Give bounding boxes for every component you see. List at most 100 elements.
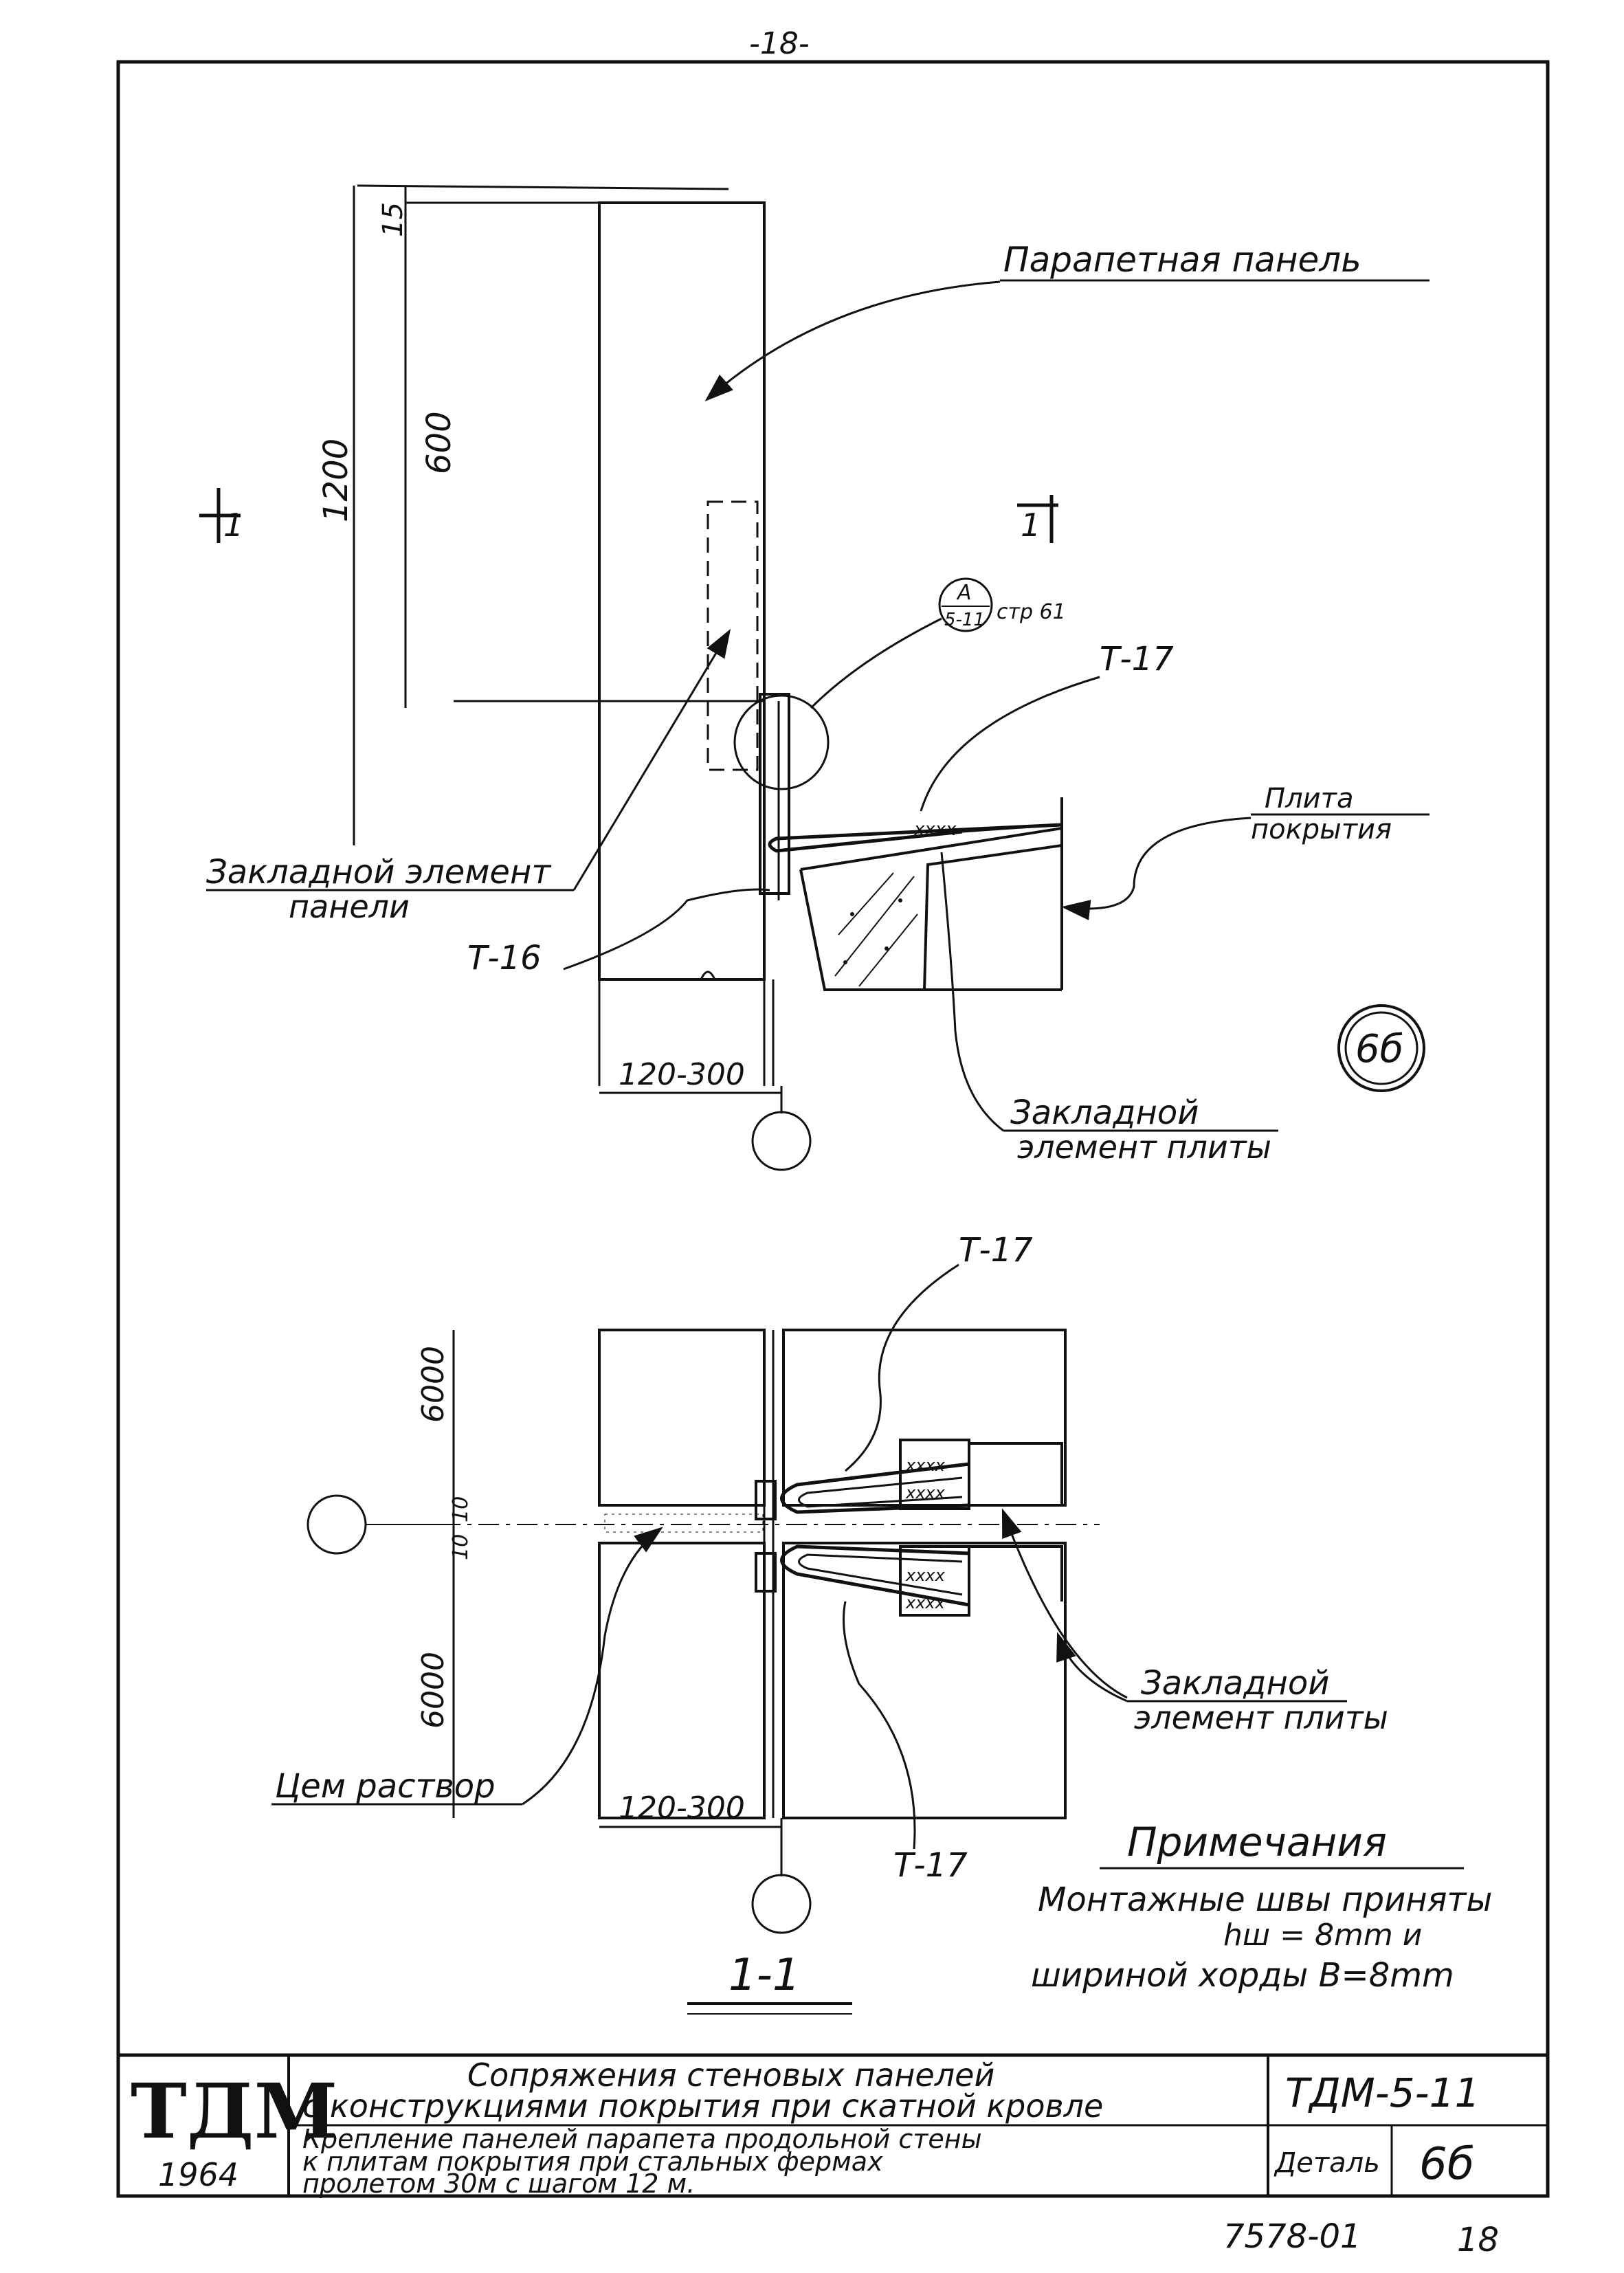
- section-mark-left-arrow: [199, 488, 241, 543]
- notes-line1: Монтажные швы приняты: [1038, 1881, 1492, 1919]
- title-block: ТДМ 1964 Сопряжения стеновых панелей с к…: [118, 2053, 1548, 2199]
- t17-bar-top: [961, 823, 1063, 833]
- leader-t17-b-top: [845, 1263, 959, 1472]
- leader-embedded-panel: [572, 628, 731, 891]
- tb-desc-3: пролетом 30м с шагом 12 м.: [302, 2169, 695, 2199]
- loop-bar-top-outer: [780, 1462, 970, 1514]
- footer-page: 18: [1457, 2221, 1499, 2259]
- dim-top-line: [357, 184, 729, 190]
- label-embedded-slab-top-2: элемент плиты: [1017, 1129, 1271, 1166]
- dim-1200: 1200: [317, 439, 355, 522]
- callout-ref-circle: [938, 577, 993, 632]
- label-cement-mortar: Цем раствор: [275, 1767, 496, 1806]
- sheet-frame: [116, 60, 1550, 2198]
- detail-circle-inner: [1344, 1011, 1419, 1085]
- weld-marks-b4: xxxx: [905, 1593, 946, 1612]
- callout-top: A: [956, 581, 972, 605]
- notes-title: Примечания: [1127, 1819, 1387, 1865]
- weld-marks-b1: xxxx: [905, 1456, 946, 1475]
- bottom-drawing: xxxx xxxx xxxx xxxx 6000 6000 10 10 120-…: [271, 1231, 1388, 2015]
- dim-120-300-bottom: 120-300: [619, 1790, 745, 1826]
- label-t17-top: Т-17: [1100, 640, 1174, 678]
- loop-bar-top-inner: [798, 1476, 963, 1508]
- detail-circle-label: 6б: [1355, 1027, 1403, 1072]
- label-t16: Т-16: [467, 939, 542, 977]
- panel-upper-right: [782, 1329, 1067, 1507]
- slab-embed-bottom: [899, 1545, 970, 1617]
- label-embedded-slab-bottom-2: элемент плиты: [1134, 1699, 1388, 1736]
- label-t17-bottom-top: Т-17: [959, 1231, 1033, 1269]
- concrete-dot-4: [898, 898, 902, 902]
- dim-15: 15: [377, 202, 409, 237]
- label-embedded-panel-2: панели: [289, 888, 410, 925]
- embedded-plate: [759, 693, 790, 895]
- angle-plate-top: [755, 1480, 777, 1520]
- dim-600: 600: [420, 411, 458, 474]
- label-embedded-panel-1: Закладной элемент: [206, 853, 552, 891]
- tb-desc-2: к плитам покрытия при стальных фермах: [302, 2147, 883, 2177]
- notes-block: Примечания Монтажные швы приняты hш = 8m…: [1031, 1819, 1492, 1995]
- slab-hatch: [834, 872, 918, 987]
- panel-lower-right: [782, 1542, 1067, 1819]
- leader-t16: [563, 888, 770, 971]
- label-t17-bottom-bottom: Т-17: [893, 1846, 968, 1885]
- slab-embed-top: [899, 1439, 970, 1510]
- t17-bent-bar: [768, 823, 1063, 853]
- concrete-dot-1: [850, 912, 854, 916]
- callout-circle: [733, 694, 830, 790]
- section-mark-right-arrow: [1017, 495, 1058, 543]
- label-embedded-slab-bottom-1: Закладной: [1141, 1664, 1329, 1703]
- panel-upper-left: [598, 1329, 766, 1507]
- embedded-dashed-rect: [707, 500, 759, 771]
- tb-detail-value: 6б: [1419, 2139, 1474, 2190]
- axis-bubble-bottom: [751, 1874, 812, 1934]
- dim-10b: 10: [449, 1534, 473, 1560]
- dim-10a: 10: [449, 1496, 473, 1522]
- tb-detail-label: Деталь: [1273, 2147, 1380, 2179]
- parapet-panel-shape: [598, 201, 766, 981]
- section-title: 1-1: [728, 1950, 801, 2001]
- concrete-dot-2: [885, 946, 889, 951]
- panel-notch: [700, 971, 716, 980]
- callout-leader: [810, 617, 942, 709]
- footer-code: 7578-01: [1223, 2217, 1361, 2256]
- leader-roof-slab: [1061, 817, 1252, 920]
- roof-slab-shape: [799, 826, 1063, 991]
- axis-bubble-left: [307, 1494, 367, 1555]
- loop-bar-bottom-inner: [798, 1553, 963, 1596]
- leader-cement-mortar: [522, 1527, 663, 1806]
- weld-marks-top: xxxx: [913, 819, 957, 840]
- tb-year: 1964: [158, 2156, 238, 2193]
- notes-line3: шириной хорды В=8mm: [1031, 1956, 1454, 1995]
- angle-plate-bottom: [755, 1552, 777, 1593]
- slab-outline: [969, 1442, 1063, 1601]
- leader-embedded-slab-b2: [1056, 1632, 1128, 1703]
- concrete-dot-3: [843, 960, 847, 964]
- dim-6000-bottom: 6000: [416, 1652, 451, 1729]
- loop-bar-bottom-outer: [780, 1544, 970, 1607]
- notes-line2: hш = 8mm и: [1223, 1918, 1422, 1953]
- weld-marks-b3: xxxx: [905, 1566, 946, 1585]
- leader-parapet: [704, 280, 1001, 401]
- leader-t17-top: [920, 676, 1100, 812]
- axis-bubble-top: [751, 1111, 812, 1171]
- leader-t17-b-bottom: [843, 1601, 916, 1850]
- weld-marks-b2: xxxx: [905, 1483, 946, 1503]
- callout-bottom: 5-11: [944, 610, 985, 630]
- tb-series: ТДМ-5-11: [1285, 2070, 1480, 2116]
- top-drawing: xxxx 15 1200 600 120-300 1 1 A 5-1: [199, 184, 1430, 1171]
- label-roof-slab-1: Плита: [1265, 783, 1353, 814]
- label-roof-slab-2: покрытия: [1251, 814, 1392, 845]
- dim-6000-top: 6000: [416, 1346, 451, 1423]
- section-mark-right: 1: [1021, 507, 1041, 544]
- tb-title-2: с конструкциями покрытия при скатной кро…: [302, 2087, 1103, 2125]
- leader-embedded-slab-top: [940, 852, 1004, 1132]
- section-mark-left: 1: [223, 507, 243, 544]
- mortar-strip: [604, 1514, 764, 1533]
- tb-desc-1: Крепление панелей парапета продольной ст…: [302, 2124, 982, 2154]
- panel-lower-left: [598, 1542, 766, 1819]
- label-embedded-slab-top-1: Закладной: [1010, 1094, 1199, 1132]
- label-parapet-panel: Парапетная панель: [1003, 240, 1361, 280]
- page-number-top: -18-: [749, 26, 810, 61]
